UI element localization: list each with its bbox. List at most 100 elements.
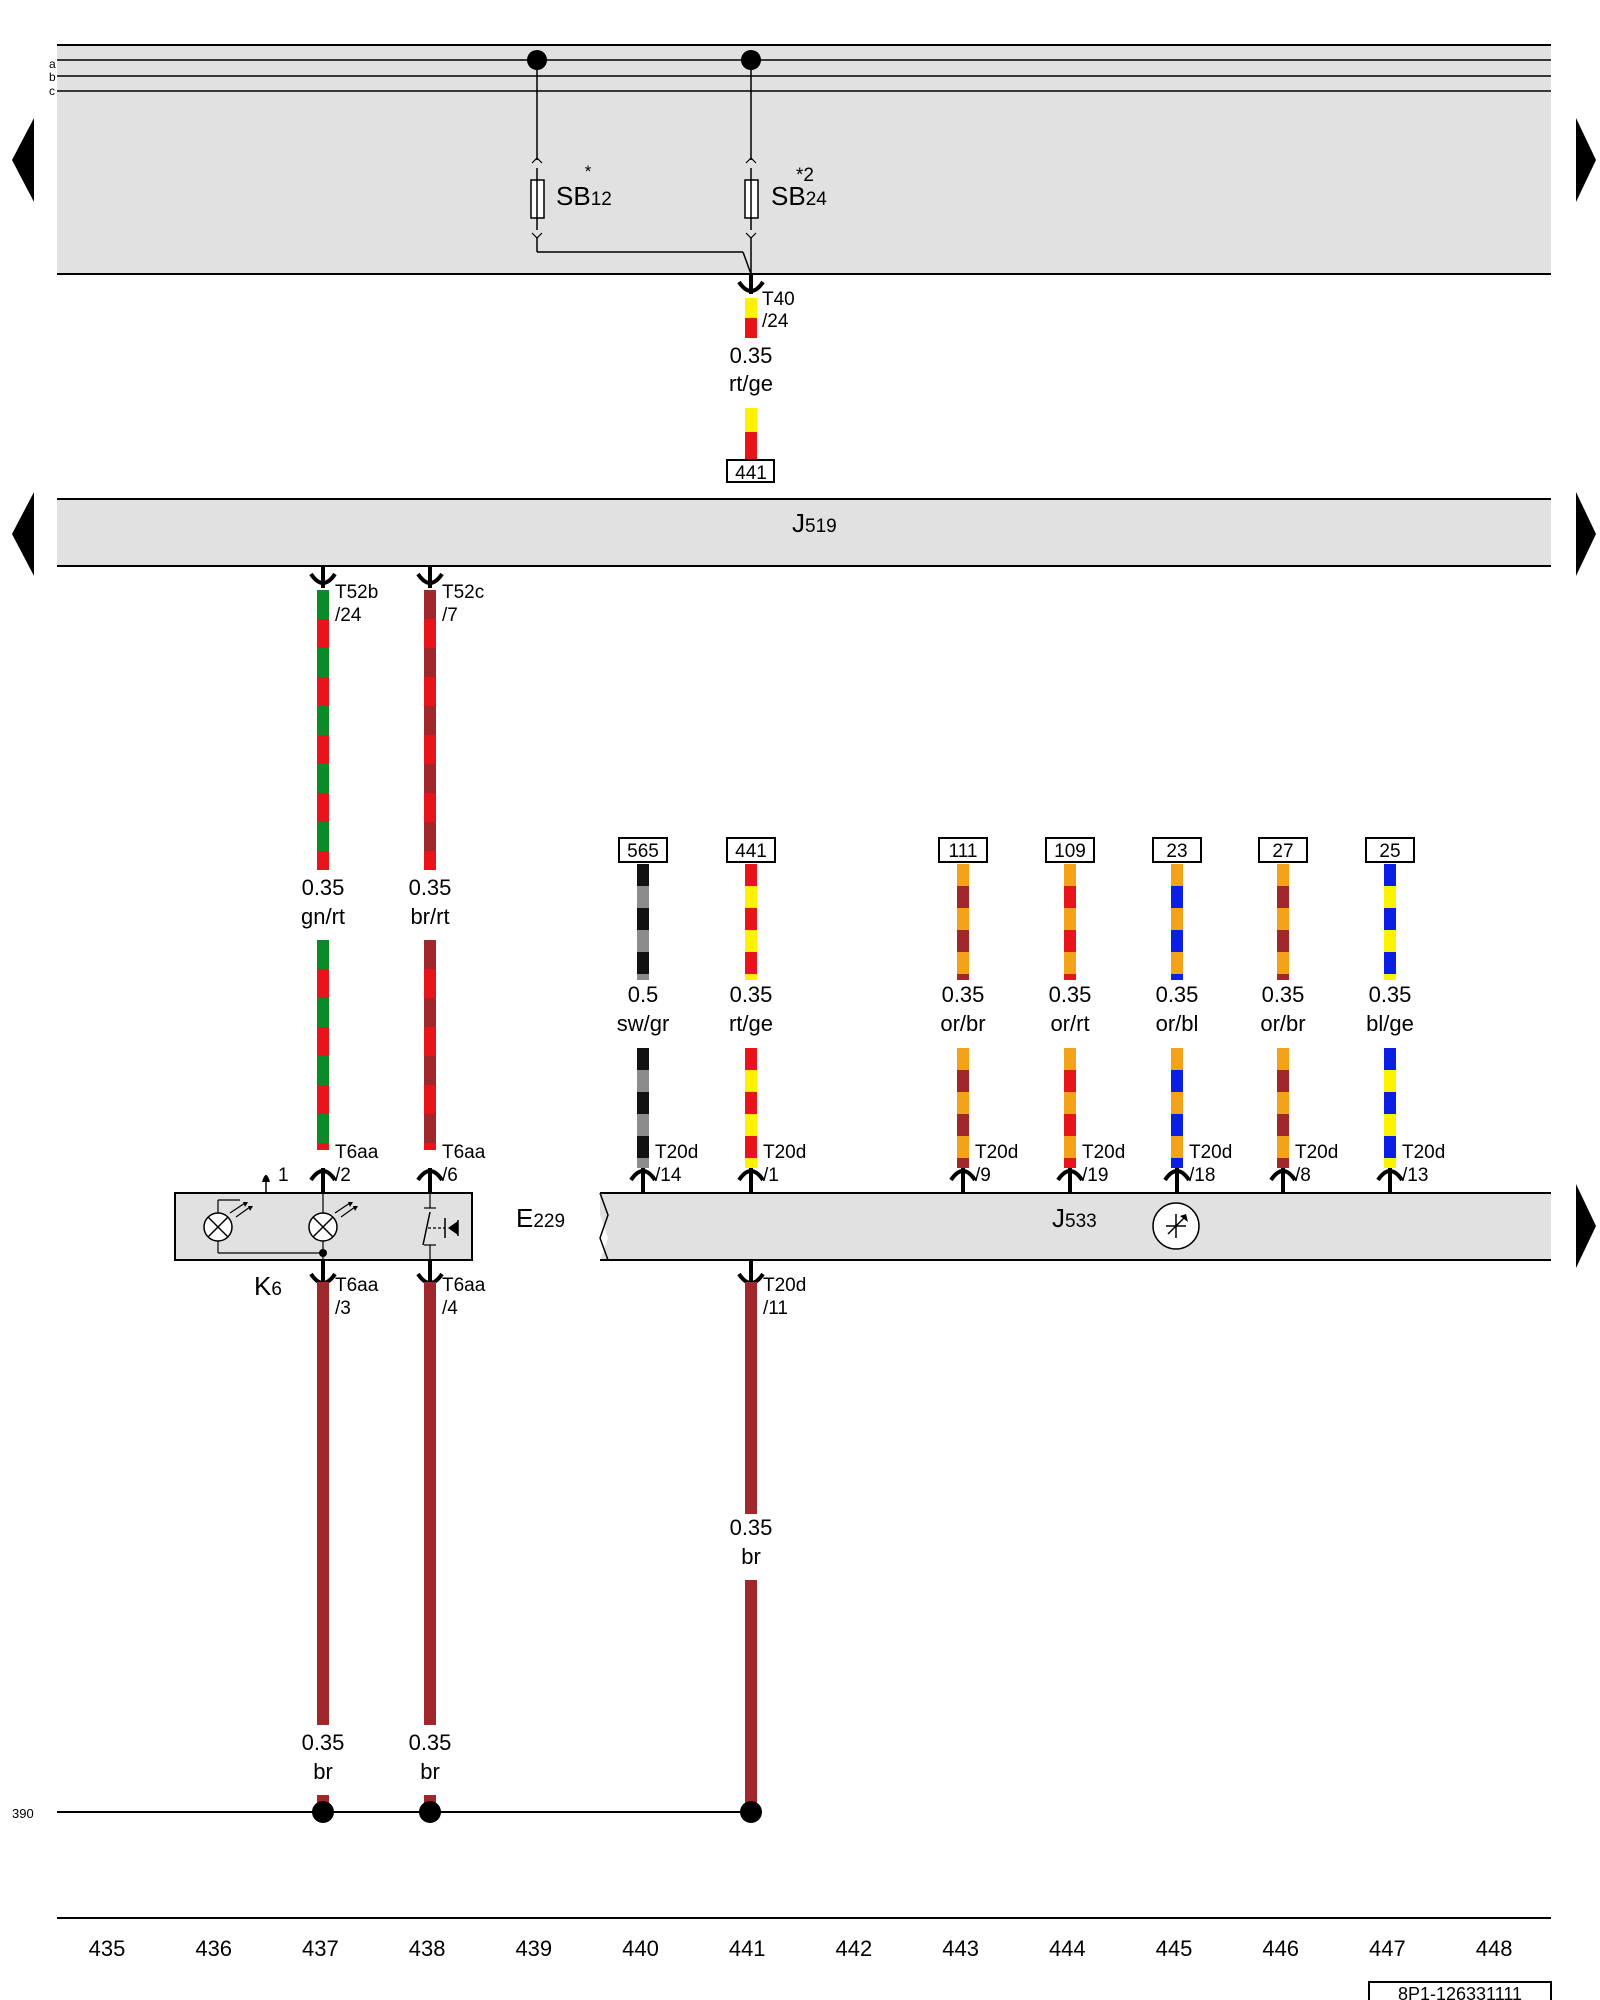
e229-bottom-connector-pin: /4: [442, 1298, 458, 1319]
ref-box: [1152, 837, 1202, 863]
ref-box: [1258, 837, 1308, 863]
wire-segment: [1277, 1048, 1289, 1168]
wire-connector-pin: /7: [442, 605, 458, 626]
ground-wire-color: br: [313, 1759, 333, 1784]
column-number: 445: [1156, 1936, 1193, 1961]
wire-segment: [317, 940, 329, 1150]
e229-label: E229: [516, 1203, 565, 1233]
j533-connector-name: T20d: [1295, 1142, 1338, 1163]
fuse-panel: [57, 45, 1551, 274]
e229-pin-label: 1: [278, 1165, 289, 1186]
column-number: 442: [836, 1936, 873, 1961]
j533-connector-pin: /9: [975, 1165, 991, 1186]
j533-connector-pin: /14: [655, 1165, 682, 1186]
ref-box-441-top: [726, 459, 775, 483]
wire-top-size: 0.35: [730, 343, 773, 368]
fuse-sb24-star: *2: [796, 165, 814, 186]
column-number: 441: [729, 1936, 766, 1961]
wire-segment: [957, 1048, 969, 1168]
wire-color: sw/gr: [617, 1011, 670, 1036]
k6-label: K6: [254, 1271, 282, 1301]
wire-segment: [745, 1580, 757, 1812]
busbar-label-b: b: [49, 70, 56, 84]
busbar-label-c: c: [49, 84, 55, 98]
page-arrow-right-icon[interactable]: [1576, 492, 1596, 576]
j533-component: [600, 1193, 1551, 1260]
e229-bottom-connector-pin: /3: [335, 1298, 351, 1319]
wire-connector-name: T52c: [442, 582, 484, 603]
e229-connector-name: T6aa: [335, 1142, 379, 1163]
j533-bottom-connector-pin: /11: [763, 1298, 788, 1319]
e229-bottom-connector-name: T6aa: [335, 1275, 379, 1296]
wire-segment: [637, 864, 649, 980]
wire-color: or/rt: [1050, 1011, 1089, 1036]
j533-connector-pin: /18: [1189, 1165, 1215, 1186]
e229-bottom-connector-name: T6aa: [442, 1275, 486, 1296]
wire-color: br: [741, 1544, 761, 1569]
j533-connector-pin: /19: [1082, 1165, 1108, 1186]
wire-segment: [637, 1048, 649, 1168]
wire-segment: [317, 1282, 329, 1725]
ref-box: [938, 837, 988, 863]
j533-connector-pin: /1: [763, 1165, 779, 1186]
wire-connector-name: T52b: [335, 582, 378, 603]
wire-connector-pin: /24: [335, 605, 362, 626]
wire-segment: [745, 864, 757, 980]
wire-color: or/br: [1260, 1011, 1305, 1036]
wire-ref-number: 23: [1166, 841, 1187, 862]
j519-label: J519: [792, 508, 837, 538]
wire-segment: [957, 864, 969, 980]
wire-size: 0.35: [942, 982, 985, 1007]
wire-segment: [1171, 864, 1183, 980]
column-number: 446: [1262, 1936, 1299, 1961]
wire-ref-number: 111: [949, 841, 978, 862]
ref-top-label: 441: [735, 463, 767, 484]
column-number: 448: [1476, 1936, 1513, 1961]
ground-wire-size: 0.35: [302, 1730, 345, 1755]
j533-connector-pin: /13: [1402, 1165, 1428, 1186]
connector-t40-pin: /24: [762, 311, 789, 332]
ground-wire-size: 0.35: [409, 1730, 452, 1755]
wire-size: 0.35: [302, 875, 345, 900]
column-number: 440: [622, 1936, 659, 1961]
wire-segment: [745, 1282, 757, 1514]
j533-connector-name: T20d: [975, 1142, 1018, 1163]
fuse-sb24-label: SB24: [771, 181, 827, 211]
j533-connector-pin: /8: [1295, 1165, 1311, 1186]
column-number: 435: [89, 1936, 126, 1961]
page-arrow-left-icon[interactable]: [12, 492, 34, 576]
connector-t40-name: T40: [762, 289, 795, 310]
wire-segment: [1171, 1048, 1183, 1168]
wire-ref-number: 25: [1379, 841, 1400, 862]
e229-connector-name: T6aa: [442, 1142, 486, 1163]
wire-ref-number: 27: [1272, 841, 1293, 862]
j519-panel: [57, 499, 1551, 566]
page-arrow-right-icon[interactable]: [1576, 1184, 1596, 1268]
wire-segment: [424, 590, 436, 870]
ground-ref-label: 390: [12, 1806, 34, 1821]
ground-wire-color: br: [420, 1759, 440, 1784]
wire-size: 0.35: [1369, 982, 1412, 1007]
wire-size: 0.35: [1262, 982, 1305, 1007]
column-number: 436: [195, 1936, 232, 1961]
j533-connector-name: T20d: [1082, 1142, 1125, 1163]
wire-segment: [317, 590, 329, 870]
wire-size: 0.35: [1049, 982, 1092, 1007]
wire-segment: [424, 940, 436, 1150]
wire-size: 0.35: [730, 1515, 773, 1540]
wire-color: rt/ge: [729, 1011, 773, 1036]
page-arrow-left-icon[interactable]: [12, 118, 34, 202]
column-number: 439: [515, 1936, 552, 1961]
e229-connector-pin: /2: [335, 1165, 351, 1186]
wire-color: gn/rt: [301, 904, 345, 929]
e229-connector-pin: /6: [442, 1165, 458, 1186]
wire-ref-number: 441: [735, 841, 767, 862]
wire-color: or/br: [940, 1011, 985, 1036]
wire-segment: [745, 1048, 757, 1168]
switch-icon: [422, 1211, 431, 1246]
page-arrow-right-icon[interactable]: [1576, 118, 1596, 202]
column-number: 444: [1049, 1936, 1086, 1961]
ref-box: [1045, 837, 1095, 863]
column-number: 447: [1369, 1936, 1406, 1961]
wire-color: br/rt: [410, 904, 449, 929]
